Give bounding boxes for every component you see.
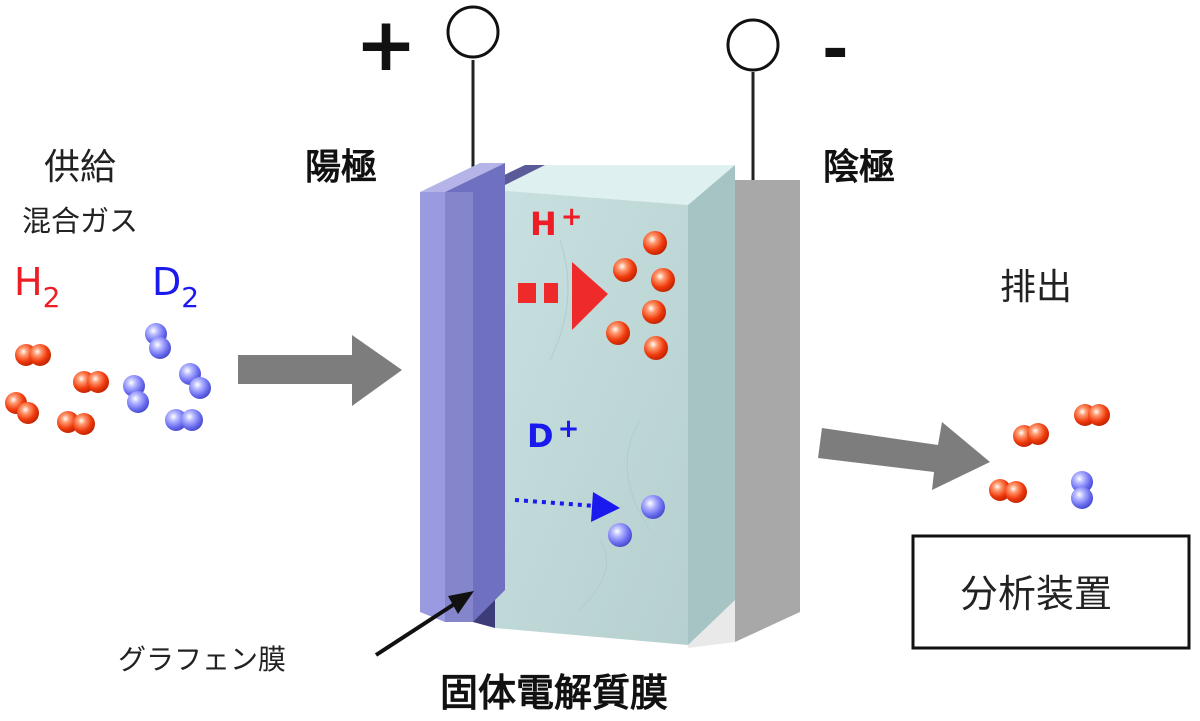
supply-subtitle: 混合ガス	[22, 204, 139, 238]
h2-label: H2	[14, 260, 60, 312]
d-ion-cluster	[608, 495, 665, 547]
d2-label-main: D	[152, 260, 182, 304]
graphene-pointer-arrow	[374, 591, 474, 657]
anode-label: 陽極	[305, 147, 378, 188]
h-ion-label: H+	[530, 204, 583, 243]
analyzer-box	[911, 534, 1191, 650]
h2-label-main: H	[14, 260, 43, 304]
supply-arrow	[238, 335, 402, 406]
anode-terminal	[446, 5, 500, 168]
d2-label: D2	[152, 260, 199, 312]
h-ion-cluster	[606, 231, 675, 360]
minus-sign: -	[822, 13, 849, 87]
supply-h2-molecules	[5, 344, 109, 435]
d2-label-sub: 2	[181, 281, 200, 314]
exhaust-label: 排出	[1000, 267, 1073, 308]
graphene-label: グラフェン膜	[118, 643, 287, 676]
supply-d2-molecules	[123, 323, 211, 431]
plus-sign: +	[355, 2, 418, 88]
electrolyte-label: 固体電解質膜	[440, 671, 669, 715]
d-ion-label: D+	[527, 416, 579, 455]
cathode-label: 陰極	[823, 147, 896, 188]
electrolyte-membrane	[495, 165, 735, 645]
h-ion-label-main: H	[530, 205, 557, 243]
h-ion-arrow	[518, 262, 608, 330]
h-ion-label-sup: +	[560, 202, 583, 232]
anode-plate	[420, 163, 505, 622]
exhaust-molecules	[989, 404, 1110, 509]
supply-title: 供給	[44, 147, 117, 188]
exhaust-arrow	[818, 422, 990, 490]
d-ion-arrow	[514, 492, 620, 522]
cathode-terminal	[726, 18, 780, 190]
d-ion-label-sup: +	[557, 414, 580, 444]
analyzer-label: 分析装置	[960, 572, 1113, 616]
h2-label-sub: 2	[42, 281, 61, 314]
d-ion-label-main: D	[527, 417, 554, 455]
